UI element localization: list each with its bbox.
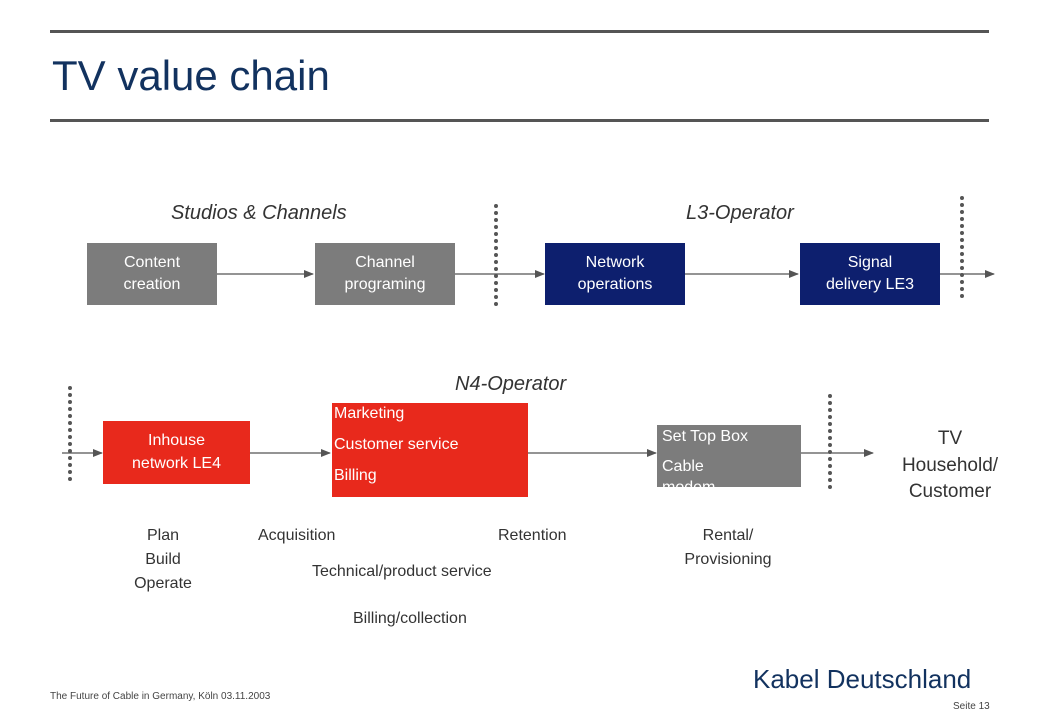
box-line: network LE4 bbox=[132, 454, 221, 472]
box-line: Customer service bbox=[334, 436, 459, 453]
title-underline bbox=[50, 119, 989, 122]
box-line: operations bbox=[577, 276, 653, 293]
section-l3-operator: L3-Operator bbox=[686, 202, 794, 224]
activity-line: Provisioning bbox=[684, 551, 772, 568]
box-line: creation bbox=[123, 276, 181, 293]
box-set-top-box: Set Top Box Cable modem bbox=[657, 425, 801, 487]
section-n4-operator: N4-Operator bbox=[455, 373, 567, 395]
box-network-operations: Network operations bbox=[545, 243, 685, 305]
household-line: TV bbox=[937, 428, 963, 449]
box-channel-programing: Channel programing bbox=[315, 243, 455, 305]
billing-collection-label: Billing/collection bbox=[353, 610, 467, 627]
top-rule bbox=[50, 30, 989, 33]
brand-logo-text: Kabel Deutschland bbox=[753, 664, 972, 694]
acquisition-label: Acquisition bbox=[258, 527, 336, 544]
box-line: Channel bbox=[355, 253, 415, 271]
box-line: Set Top Box bbox=[662, 428, 748, 445]
activity-line: Build bbox=[145, 551, 181, 568]
activity-line: Plan bbox=[146, 527, 180, 544]
box-line: programing bbox=[344, 276, 426, 293]
box-line: Content bbox=[123, 253, 181, 271]
box-signal-delivery: Signal delivery LE3 bbox=[800, 243, 940, 305]
box-line: Network bbox=[585, 253, 645, 271]
activity-line: Rental/ bbox=[702, 527, 754, 544]
tv-household-label: TV Household/ Customer bbox=[880, 426, 1020, 506]
box-line: Billing bbox=[334, 467, 377, 484]
retention-label: Retention bbox=[498, 527, 567, 544]
activity-line: Operate bbox=[134, 575, 192, 592]
household-line: Household/ bbox=[901, 454, 999, 476]
page-title: TV value chain bbox=[52, 52, 330, 99]
rental-provisioning-label: Rental/ Provisioning bbox=[668, 524, 788, 572]
page-number: Seite 13 bbox=[953, 701, 990, 712]
box-content-creation: Content creation bbox=[87, 243, 217, 305]
box-line: Inhouse bbox=[148, 432, 205, 450]
box-line: Signal bbox=[847, 253, 893, 271]
footer-presentation-info: The Future of Cable in Germany, Köln 03.… bbox=[50, 691, 271, 702]
section-studios-channels: Studios & Channels bbox=[171, 202, 347, 224]
box-line: Marketing bbox=[334, 405, 405, 422]
box-marketing-service-billing: Marketing Customer service Billing bbox=[332, 403, 528, 497]
box-line: modem bbox=[662, 480, 715, 488]
household-line: Customer bbox=[908, 481, 992, 503]
box-inhouse-network: Inhouse network LE4 bbox=[103, 421, 250, 484]
plan-build-operate-label: Plan Build Operate bbox=[113, 524, 213, 596]
box-line: delivery LE3 bbox=[825, 276, 915, 293]
technical-service-label: Technical/product service bbox=[312, 563, 492, 580]
box-line: Cable bbox=[662, 458, 704, 475]
